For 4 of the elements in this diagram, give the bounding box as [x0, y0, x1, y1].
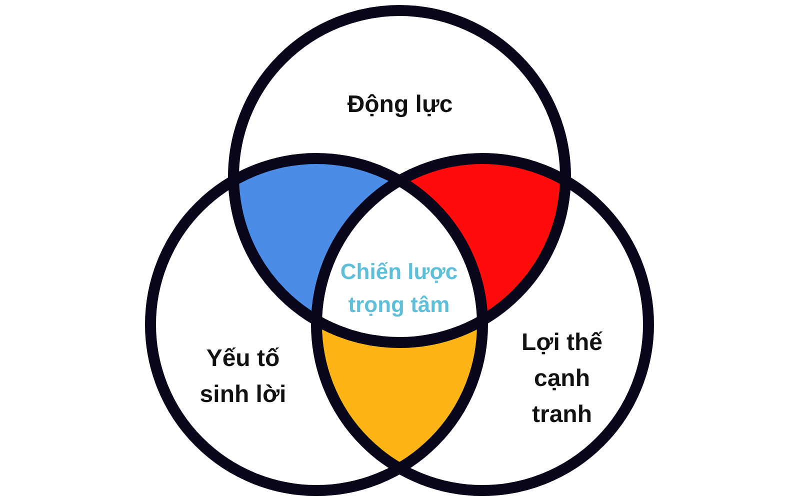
overlap-label: Chiến lược trọng tâm	[339, 258, 459, 319]
circle-label: Yếu tố sinh lời	[198, 344, 288, 410]
circle-label: Lợi thế cạnh tranh	[520, 328, 604, 430]
circle-label: Động lực	[346, 90, 454, 120]
